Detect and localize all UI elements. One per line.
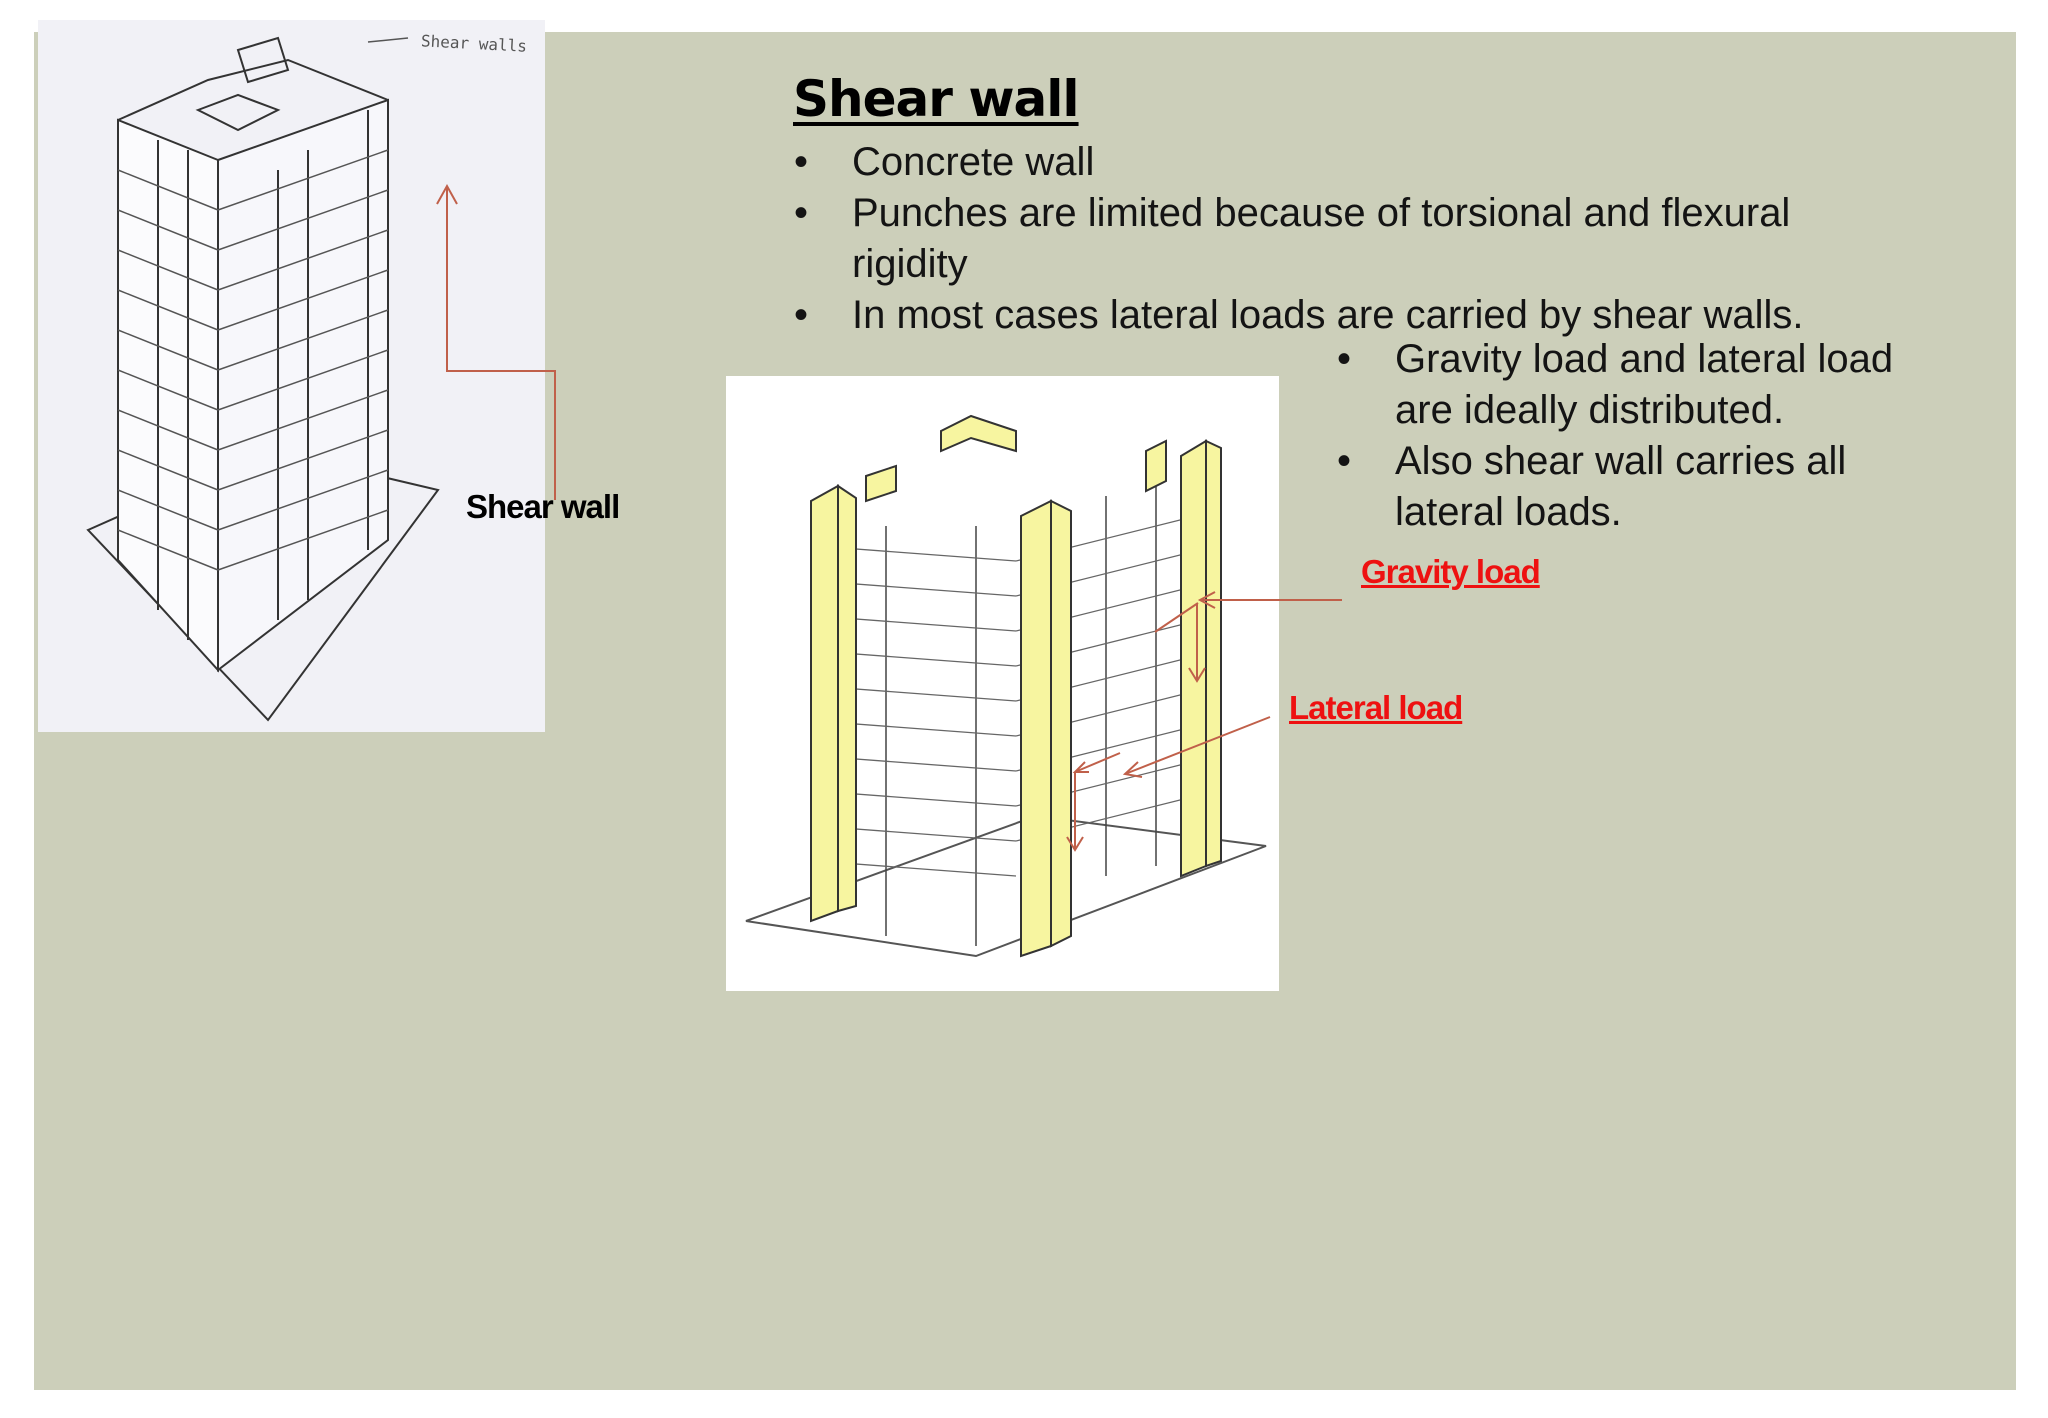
yellow-shear-walls [810, 414, 1222, 958]
gravity-load-label: Gravity load [1361, 553, 1541, 590]
shear-wall-callout-label: Shear wall [466, 488, 620, 525]
bullet-punches-limited: •Punches are limited because of torsiona… [794, 191, 1791, 286]
shear-wall-building-image [726, 376, 1279, 991]
main-bullet-list: •Concrete wall •Punches are limited beca… [794, 137, 1892, 341]
shear-wall-building-drawing [745, 414, 1267, 958]
side-bullet-list: •Gravity load and lateral load are ideal… [1337, 334, 1955, 538]
bullet-gravity-lateral: •Gravity load and lateral load are ideal… [1337, 337, 1894, 432]
building-sketch-drawing [86, 36, 440, 722]
floor-lines [117, 149, 389, 571]
bullet-shear-wall-carries: •Also shear wall carries all lateral loa… [1337, 439, 1847, 534]
slide-title: Shear wall [793, 70, 1080, 128]
floor-slabs [815, 515, 1197, 877]
bullet-lateral-loads: •In most cases lateral loads are carried… [794, 293, 1804, 337]
lateral-load-label: Lateral load [1289, 689, 1463, 726]
building-sketch-image [38, 20, 545, 732]
bullet-concrete-wall: •Concrete wall [794, 140, 1095, 184]
